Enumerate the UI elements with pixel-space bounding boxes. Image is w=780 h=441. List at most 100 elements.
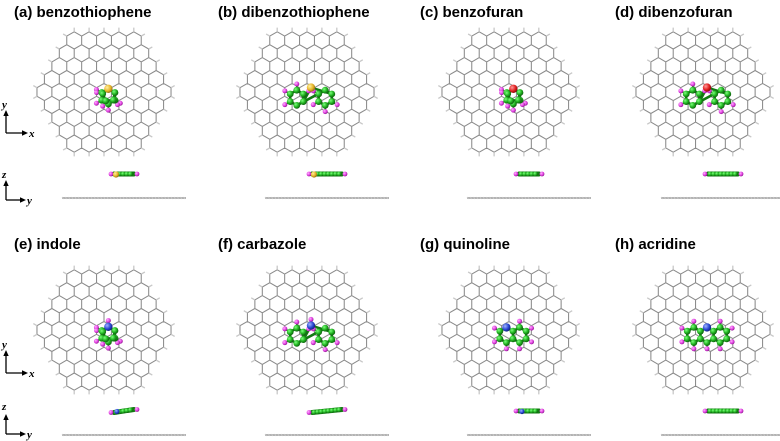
- hydrogen-atom: [310, 102, 316, 108]
- axis-label-y-row2: y: [0, 339, 7, 351]
- hydrogen-atom: [729, 325, 735, 331]
- panel-a-title: (a) benzothiophene: [14, 4, 152, 21]
- hydrogen-atom: [491, 339, 497, 345]
- hydrogen-atom: [322, 347, 328, 353]
- carbon-atom: [522, 327, 530, 335]
- side-view-axis-triad-row2: z y: [1, 401, 32, 441]
- carbon-atom: [496, 335, 504, 343]
- hydrogen-atom: [294, 319, 300, 325]
- carbon-atom: [286, 328, 294, 336]
- carbon-atom: [697, 327, 704, 335]
- carbon-atom: [109, 334, 117, 342]
- carbon-atom: [102, 335, 110, 343]
- hydrogen-atom: [282, 88, 288, 94]
- carbon-atom: [710, 335, 717, 343]
- axis-label-y-row1: y: [0, 99, 7, 111]
- top-view-axis-triad-row1: y x: [0, 99, 35, 140]
- carbon-atom: [514, 96, 522, 104]
- carbon-atom: [328, 328, 336, 336]
- heteroatom-O: [509, 84, 518, 93]
- carbon-atom-side: [533, 408, 538, 414]
- panel-e-title: (e) indole: [14, 236, 81, 253]
- hydrogen-atom: [93, 338, 99, 344]
- carbon-atom: [299, 90, 307, 98]
- carbon-atom: [682, 98, 690, 105]
- carbon-atom-side: [732, 171, 738, 177]
- adsorbed-molecule: [93, 84, 123, 113]
- hydrogen-atom: [690, 81, 696, 87]
- carbon-atom: [716, 324, 724, 331]
- adsorbed-molecule: [93, 318, 123, 351]
- hydrogen-atom: [282, 326, 288, 332]
- top-view-axis-triad-row2: y x: [0, 339, 35, 380]
- axis-label-z-row1: z: [1, 169, 7, 181]
- carbon-atom: [711, 90, 719, 98]
- hydrogen-atom: [105, 107, 111, 113]
- carbon-atom-side: [326, 171, 331, 177]
- heteroatom-side-S: [112, 171, 120, 178]
- hydrogen-atom: [505, 103, 511, 109]
- carbon-atom-side: [714, 171, 720, 177]
- hydrogen-atom-side: [513, 171, 519, 177]
- carbon-atom-side: [333, 171, 338, 177]
- carbon-atom: [682, 90, 690, 98]
- hydrogen-atom: [730, 102, 736, 108]
- carbon-atom: [516, 339, 523, 346]
- carbon-atom-side: [533, 171, 538, 177]
- hydrogen-atom: [94, 328, 100, 334]
- hydrogen-atom: [114, 340, 120, 346]
- hydrogen-atom: [105, 345, 111, 351]
- adsorbed-molecule: [491, 318, 535, 352]
- carbon-atom-side: [322, 171, 328, 177]
- hydrogen-atom: [498, 100, 504, 106]
- dibenzothiophene-top-view: [236, 27, 378, 157]
- adsorbed-molecule: [282, 316, 340, 353]
- heteroatom-N: [306, 321, 316, 330]
- carbon-atom-side: [718, 171, 724, 177]
- hydrogen-atom-side: [108, 410, 114, 415]
- hydrogen-atom: [679, 339, 685, 345]
- carbon-atom-side: [518, 171, 524, 177]
- carbon-atom: [315, 336, 323, 343]
- hydrogen-atom: [105, 318, 111, 324]
- carbon-atom: [516, 89, 524, 96]
- carbon-atom: [286, 98, 294, 105]
- hydrogen-atom: [729, 339, 735, 345]
- carbon-atom-side: [525, 171, 531, 177]
- carbon-atom: [717, 101, 725, 109]
- hydrogen-atom: [322, 109, 328, 115]
- carbon-atom-side: [714, 408, 720, 414]
- dibenzofuran-top-view: [632, 27, 774, 157]
- hydrogen-atom: [706, 102, 712, 108]
- heteroatom-side-N: [519, 408, 525, 415]
- hydrogen-atom: [691, 318, 697, 324]
- carbon-atom: [690, 339, 698, 346]
- carbon-atom-side: [522, 171, 527, 177]
- side-view-axis-triad-row1: z y: [1, 169, 32, 207]
- carbon-atom: [321, 101, 329, 109]
- carbon-atom: [690, 324, 698, 331]
- hydrogen-atom-side: [134, 407, 140, 412]
- carbon-atom: [716, 339, 724, 346]
- adsorbed-molecule: [282, 81, 340, 115]
- carbon-atom: [503, 339, 510, 346]
- hydrogen-atom: [678, 102, 684, 108]
- carbon-atom: [111, 327, 119, 334]
- carbon-atom: [321, 339, 329, 347]
- hydrogen-atom: [519, 102, 525, 108]
- carbon-atom: [723, 327, 731, 335]
- carbon-atom-side: [722, 171, 727, 177]
- hydrogen-atom-side: [539, 408, 545, 414]
- carbon-atom-side: [329, 408, 335, 413]
- hydrogen-atom-side: [108, 171, 114, 177]
- quinoline-top-view: [438, 265, 580, 395]
- hydrogen-atom: [517, 346, 523, 352]
- carbon-atom: [695, 98, 703, 105]
- heteroatom-side-N: [114, 408, 120, 415]
- carbon-atom: [99, 90, 107, 98]
- carbon-atom: [315, 328, 323, 336]
- carbon-atom: [111, 89, 119, 96]
- indole-side-view: [61, 407, 186, 437]
- hydrogen-atom-side: [738, 408, 744, 414]
